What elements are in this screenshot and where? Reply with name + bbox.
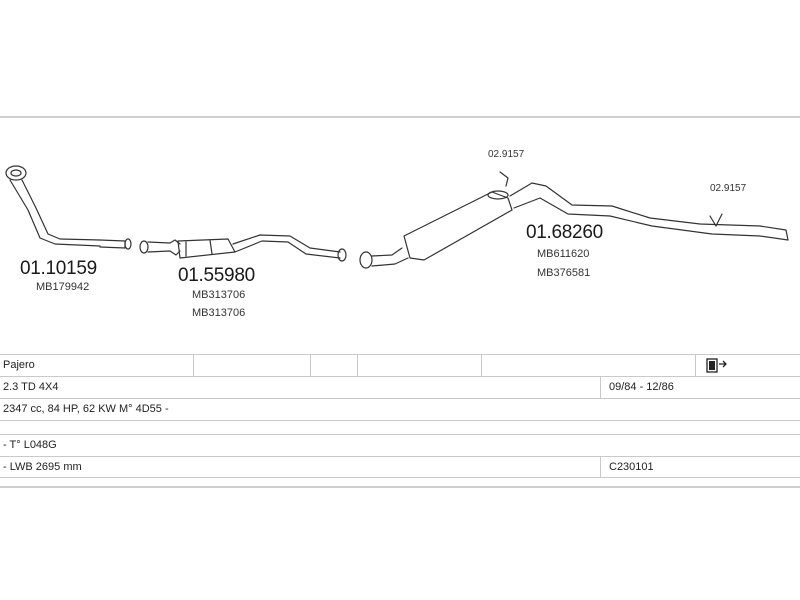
oe-number: MB611620	[537, 248, 590, 260]
diagram-frame	[0, 116, 800, 488]
vehicle-info-table: Pajero 2.3 TD 4X4 09/84 - 12/86 2347 cc,…	[0, 354, 800, 478]
table-row: - LWB 2695 mm C230101	[0, 456, 800, 478]
hanger-ref[interactable]: 02.9157	[488, 149, 525, 160]
table-row: 2347 cc, 84 HP, 62 KW M° 4D55 -	[0, 398, 800, 420]
table-row: Pajero	[0, 354, 800, 376]
hanger-ref[interactable]: 02.9157	[710, 183, 747, 194]
spec-cell: 2347 cc, 84 HP, 62 KW M° 4D55 -	[3, 403, 169, 415]
middle-silencer-part	[139, 234, 347, 262]
model-cell: Pajero	[3, 359, 35, 371]
oe-number: MB376581	[537, 267, 591, 279]
table-row: - T° L048G	[0, 434, 800, 456]
document-arrow-icon[interactable]	[706, 358, 728, 374]
table-row	[0, 420, 800, 434]
code-cell: C230101	[609, 461, 654, 473]
wheelbase-cell: - LWB 2695 mm	[3, 461, 82, 473]
type-cell: - T° L048G	[3, 439, 57, 451]
rear-silencer-part	[359, 171, 789, 269]
oe-number: MB179942	[36, 281, 90, 293]
part-number-rear-silencer[interactable]: 01.68260	[526, 222, 603, 243]
oe-number: MB313706	[192, 289, 246, 301]
engine-cell: 2.3 TD 4X4	[3, 381, 59, 393]
table-row: 2.3 TD 4X4 09/84 - 12/86	[0, 376, 800, 398]
front-pipe-part	[5, 165, 132, 250]
part-number-front-pipe[interactable]: 01.10159	[20, 258, 97, 279]
oe-number: MB313706	[192, 307, 246, 319]
part-number-middle-silencer[interactable]: 01.55980	[178, 265, 255, 286]
years-cell: 09/84 - 12/86	[609, 381, 674, 393]
